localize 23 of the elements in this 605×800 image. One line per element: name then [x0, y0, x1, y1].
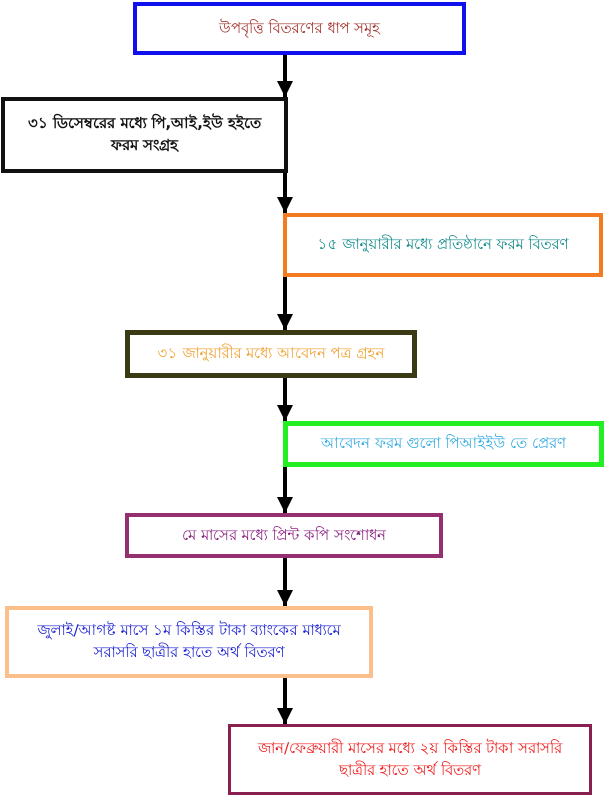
arrow — [277, 467, 293, 513]
process-box — [125, 330, 417, 378]
arrow — [277, 558, 293, 606]
step-text: জান/ফেব্রুয়ারী মাসের মধ্যে ২য় কিস্তির টাকা সরাসরি ছাত্রীর হাতে অর্থ বিতরণ — [256, 738, 564, 780]
step-text: ১৫ জানুয়ারীর মধ্যে প্রতিষ্ঠানে ফরম বিতরণ — [318, 234, 568, 256]
step-text: আবেদন ফরম গুলো পিআইইউ তে প্রেরণ — [321, 433, 566, 454]
arrow — [277, 55, 293, 97]
process-box — [125, 513, 443, 558]
step-text: ৩১ জানুয়ারীর মধ্যে আবেদন পত্র গ্রহন — [158, 343, 384, 364]
process-box — [283, 421, 604, 467]
process-box — [1, 97, 288, 173]
process-box — [228, 724, 592, 795]
step-text: মে মাসের মধ্যে প্রিন্ট কপি সংশোধন — [182, 524, 386, 546]
arrow — [277, 678, 293, 724]
arrow — [277, 173, 293, 213]
process-box — [133, 2, 466, 55]
arrow — [277, 277, 293, 330]
process-box — [5, 606, 373, 678]
step-text: জুলাই/আগষ্ট মাসে ১ম কিস্তির টাকা ব্যাংকের মাধ্যমে সরাসরি ছাত্রীর হাতে অর্থ বিতরণ — [36, 620, 342, 663]
step-text: উপবৃত্তি বিতরণের ধাপ সমূহ — [218, 18, 380, 40]
process-box — [283, 213, 603, 277]
arrow — [277, 378, 293, 421]
step-text: ৩১ ডিসেম্বরের মধ্যে পি,আই,ইউ হইতে ফরম সংগ্রহ — [26, 113, 263, 156]
